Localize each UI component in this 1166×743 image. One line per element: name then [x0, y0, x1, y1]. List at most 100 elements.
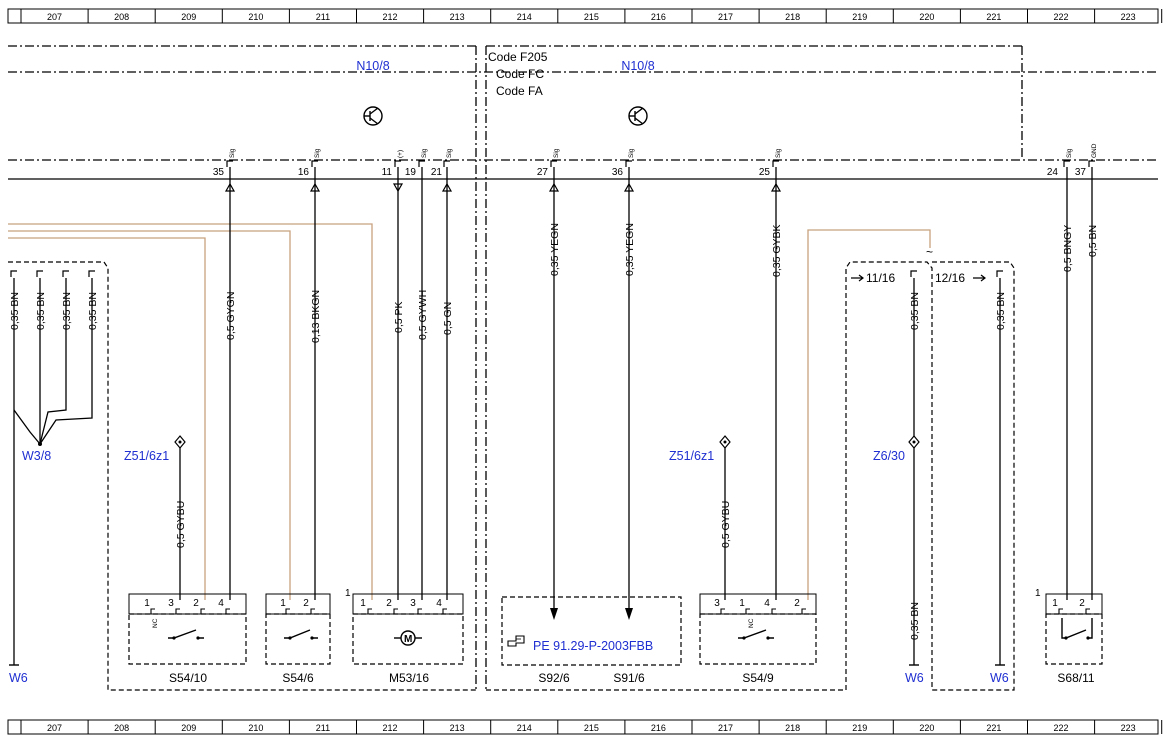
zone-number: 220	[919, 723, 934, 733]
zone-number: 212	[383, 723, 398, 733]
zone-number: 219	[852, 12, 867, 22]
zone-number: 211	[316, 12, 330, 22]
component-m53-16: M	[352, 593, 464, 665]
pe-arrows	[550, 608, 633, 620]
pin-number: 21	[431, 167, 443, 178]
zone-number: 209	[181, 723, 196, 733]
code-fc: Code FC	[496, 67, 544, 81]
zone-number: 215	[584, 723, 599, 733]
transistor-icon	[363, 106, 383, 126]
component-name: S54/6	[282, 671, 314, 685]
pin-label: 2	[303, 598, 309, 609]
splice-label-w3-8: W3/8	[22, 449, 51, 463]
nc-label: NC	[748, 618, 755, 628]
wire-label: 0,35 GYBK	[771, 224, 783, 277]
component-name: S92/6	[538, 671, 570, 685]
pin-sig-label: Sig	[314, 148, 321, 158]
pin-label: 1	[144, 598, 150, 609]
lower-frames	[8, 261, 1015, 691]
zone-number: 210	[248, 723, 263, 733]
zone-number: 216	[651, 723, 666, 733]
wire-label: 0,5 GYWH	[417, 290, 429, 340]
zone-number: 214	[517, 723, 532, 733]
splice-label-z6-30: Z6/30	[873, 449, 905, 463]
zone-number: 207	[47, 12, 62, 22]
pin-label: 4	[218, 598, 224, 609]
wire-label: 0,5 GYGN	[225, 292, 237, 340]
zone-number: 223	[1121, 12, 1136, 22]
splice-label-z51-right: Z51/6z1	[669, 449, 714, 463]
zone-number: 208	[114, 12, 129, 22]
pin-number: 35	[213, 167, 225, 178]
pin-sig-label: Sig	[628, 148, 635, 158]
ref-arrow-icon	[851, 274, 864, 282]
corner-pin-label: 1	[345, 588, 351, 599]
ref-right: 12/16	[935, 271, 965, 285]
tan-wires	[8, 223, 931, 600]
tilde-symbol: ~	[926, 245, 933, 259]
pin-number: 24	[1047, 167, 1059, 178]
pin-label: 4	[764, 598, 770, 609]
zone-number: 209	[181, 12, 196, 22]
pin-label: 3	[168, 598, 174, 609]
bus-pin-hooks	[10, 160, 1095, 277]
zone-number: 211	[316, 723, 330, 733]
pin-sig-label: Sig	[229, 148, 236, 158]
corner-pin-label: 1	[1035, 588, 1041, 599]
component-name: S54/9	[742, 671, 774, 685]
motor-icon: M	[394, 630, 422, 646]
component-s54-10	[128, 593, 247, 665]
zone-number: 210	[248, 12, 263, 22]
pe-reference-box	[501, 596, 682, 666]
zone-number: 223	[1121, 723, 1136, 733]
pin-sig-label: Sig	[1066, 148, 1073, 158]
pin-sig-label: Sig	[775, 148, 782, 158]
wire-label: 0,35 BN	[35, 292, 47, 330]
svg-text:M: M	[404, 634, 412, 645]
zone-number: 207	[47, 723, 62, 733]
wire-label: 0,35 BN	[995, 292, 1007, 330]
module-frame	[8, 45, 1158, 690]
pe-reference-link[interactable]: PE 91.29-P-2003FBB	[533, 639, 653, 653]
wire-label: 0,35 BN	[909, 292, 921, 330]
zone-number: 217	[718, 12, 733, 22]
pin-label: 1	[280, 598, 286, 609]
pin-number: 27	[537, 167, 549, 178]
pin-label: 2	[1079, 598, 1085, 609]
module-name-left: N10/8	[356, 59, 389, 73]
wire-label: 0,35 BN	[87, 292, 99, 330]
wire-label: 0,35 BN	[61, 292, 73, 330]
pin-number: 11	[382, 167, 393, 178]
component-s54-6	[265, 593, 331, 665]
wire-label: 0,35 BN	[9, 292, 21, 330]
wire-label: 0,5 BN	[1087, 225, 1099, 257]
zone-number: 220	[919, 12, 934, 22]
pin-label: 1	[739, 598, 745, 609]
pin-number: 16	[298, 167, 310, 178]
zone-number: 222	[1054, 12, 1069, 22]
zone-number: 219	[852, 723, 867, 733]
wire-label: 0,5 BNGY	[1062, 225, 1074, 272]
pin-number: 19	[405, 167, 417, 178]
nc-label: NC	[152, 618, 159, 628]
ground-label-w6: W6	[9, 671, 28, 685]
component-name: S54/10	[169, 671, 207, 685]
bus-markers	[224, 182, 782, 193]
pin-label: 3	[410, 598, 416, 609]
ground-label-w6: W6	[990, 671, 1009, 685]
pin-label: 2	[193, 598, 199, 609]
zone-number: 218	[785, 723, 800, 733]
component-pin-hooks	[150, 608, 1090, 614]
component-name: S68/11	[1057, 671, 1094, 685]
wire-label: 0,5 GYBU	[175, 501, 187, 548]
pin-number: 37	[1075, 167, 1087, 178]
code-f205: Code F205	[488, 50, 548, 64]
zone-number: 221	[986, 12, 1001, 22]
pin-number: 25	[759, 167, 771, 178]
black-wires	[13, 167, 1093, 665]
wire-label: 0,35 BN	[909, 602, 921, 640]
ref-arrow-icon	[973, 274, 986, 282]
pin-sig-label: Sig	[553, 148, 560, 158]
